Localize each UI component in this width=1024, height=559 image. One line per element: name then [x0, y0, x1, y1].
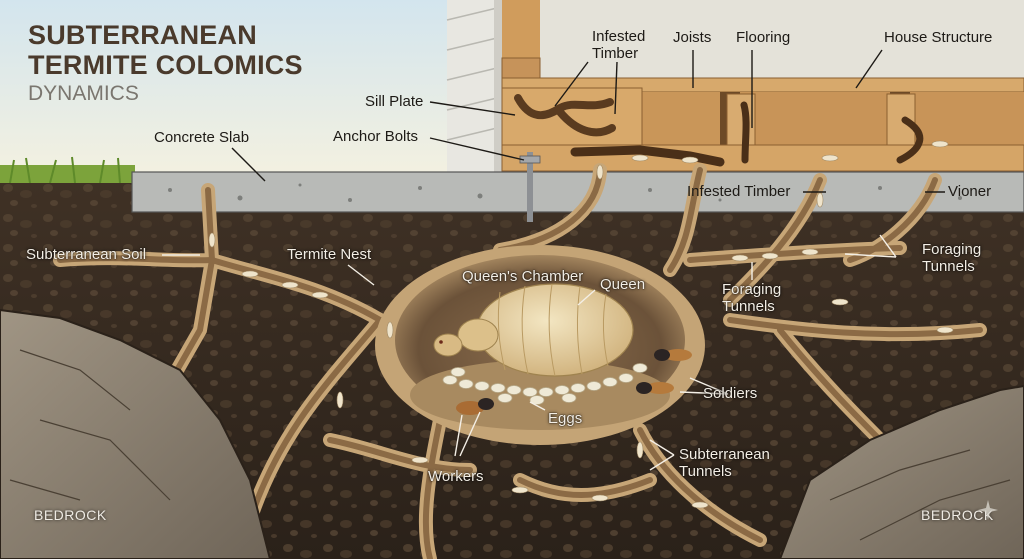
- label-soldiers: Soldiers: [703, 385, 758, 402]
- label-eggs: Eggs: [548, 410, 583, 427]
- diagram-title: SUBTERRANEAN TERMITE COLOMICS DYNAMICS: [28, 20, 303, 105]
- title-line-1: SUBTERRANEAN: [28, 20, 257, 50]
- label-queen: Queen: [600, 276, 646, 293]
- label-flooring: Flooring: [736, 29, 791, 46]
- sparkle-icon: [978, 500, 998, 520]
- label-subterranean-tunnels: Subterranean Tunnels: [679, 446, 770, 480]
- label-bedrock-right: BEDROCK: [921, 507, 994, 523]
- leader-lines: [231, 49, 945, 193]
- floor-structure: [501, 77, 1024, 172]
- house-siding: [446, 0, 502, 175]
- tunnel-network: [53, 163, 987, 559]
- queens-chamber: [375, 245, 705, 445]
- soldier-termites: [456, 349, 692, 415]
- label-joists: Joists: [673, 29, 712, 46]
- queen-termite: [433, 283, 634, 377]
- label-sill-plate: Sill Plate: [365, 93, 424, 110]
- concrete-slab: [131, 152, 1024, 222]
- label-vioner: Vioner: [948, 183, 992, 200]
- label-foraging-tunnels-center: Foraging Tunnels: [722, 281, 782, 315]
- label-workers: Workers: [428, 468, 484, 485]
- worker-termites: [208, 140, 954, 509]
- label-concrete-slab: Concrete Slab: [154, 129, 250, 146]
- label-infested-timber-slab: Infested Timber: [687, 183, 791, 200]
- label-foraging-tunnels-right: Foraging Tunnels: [922, 241, 982, 275]
- bedrock: [0, 308, 1024, 559]
- label-termite-nest: Termite Nest: [287, 246, 372, 263]
- label-anchor-bolts: Anchor Bolts: [333, 128, 419, 145]
- label-bedrock-left: BEDROCK: [34, 507, 107, 523]
- label-queens-chamber: Queen's Chamber: [462, 268, 584, 285]
- label-house-structure: House Structure: [884, 29, 993, 46]
- label-infested-timber-top: Infested Timber: [592, 28, 646, 62]
- label-subterranean-soil: Subterranean Soil: [26, 246, 147, 263]
- title-line-2: TERMITE COLOMICS: [28, 50, 303, 80]
- title-subtitle: DYNAMICS: [28, 82, 139, 105]
